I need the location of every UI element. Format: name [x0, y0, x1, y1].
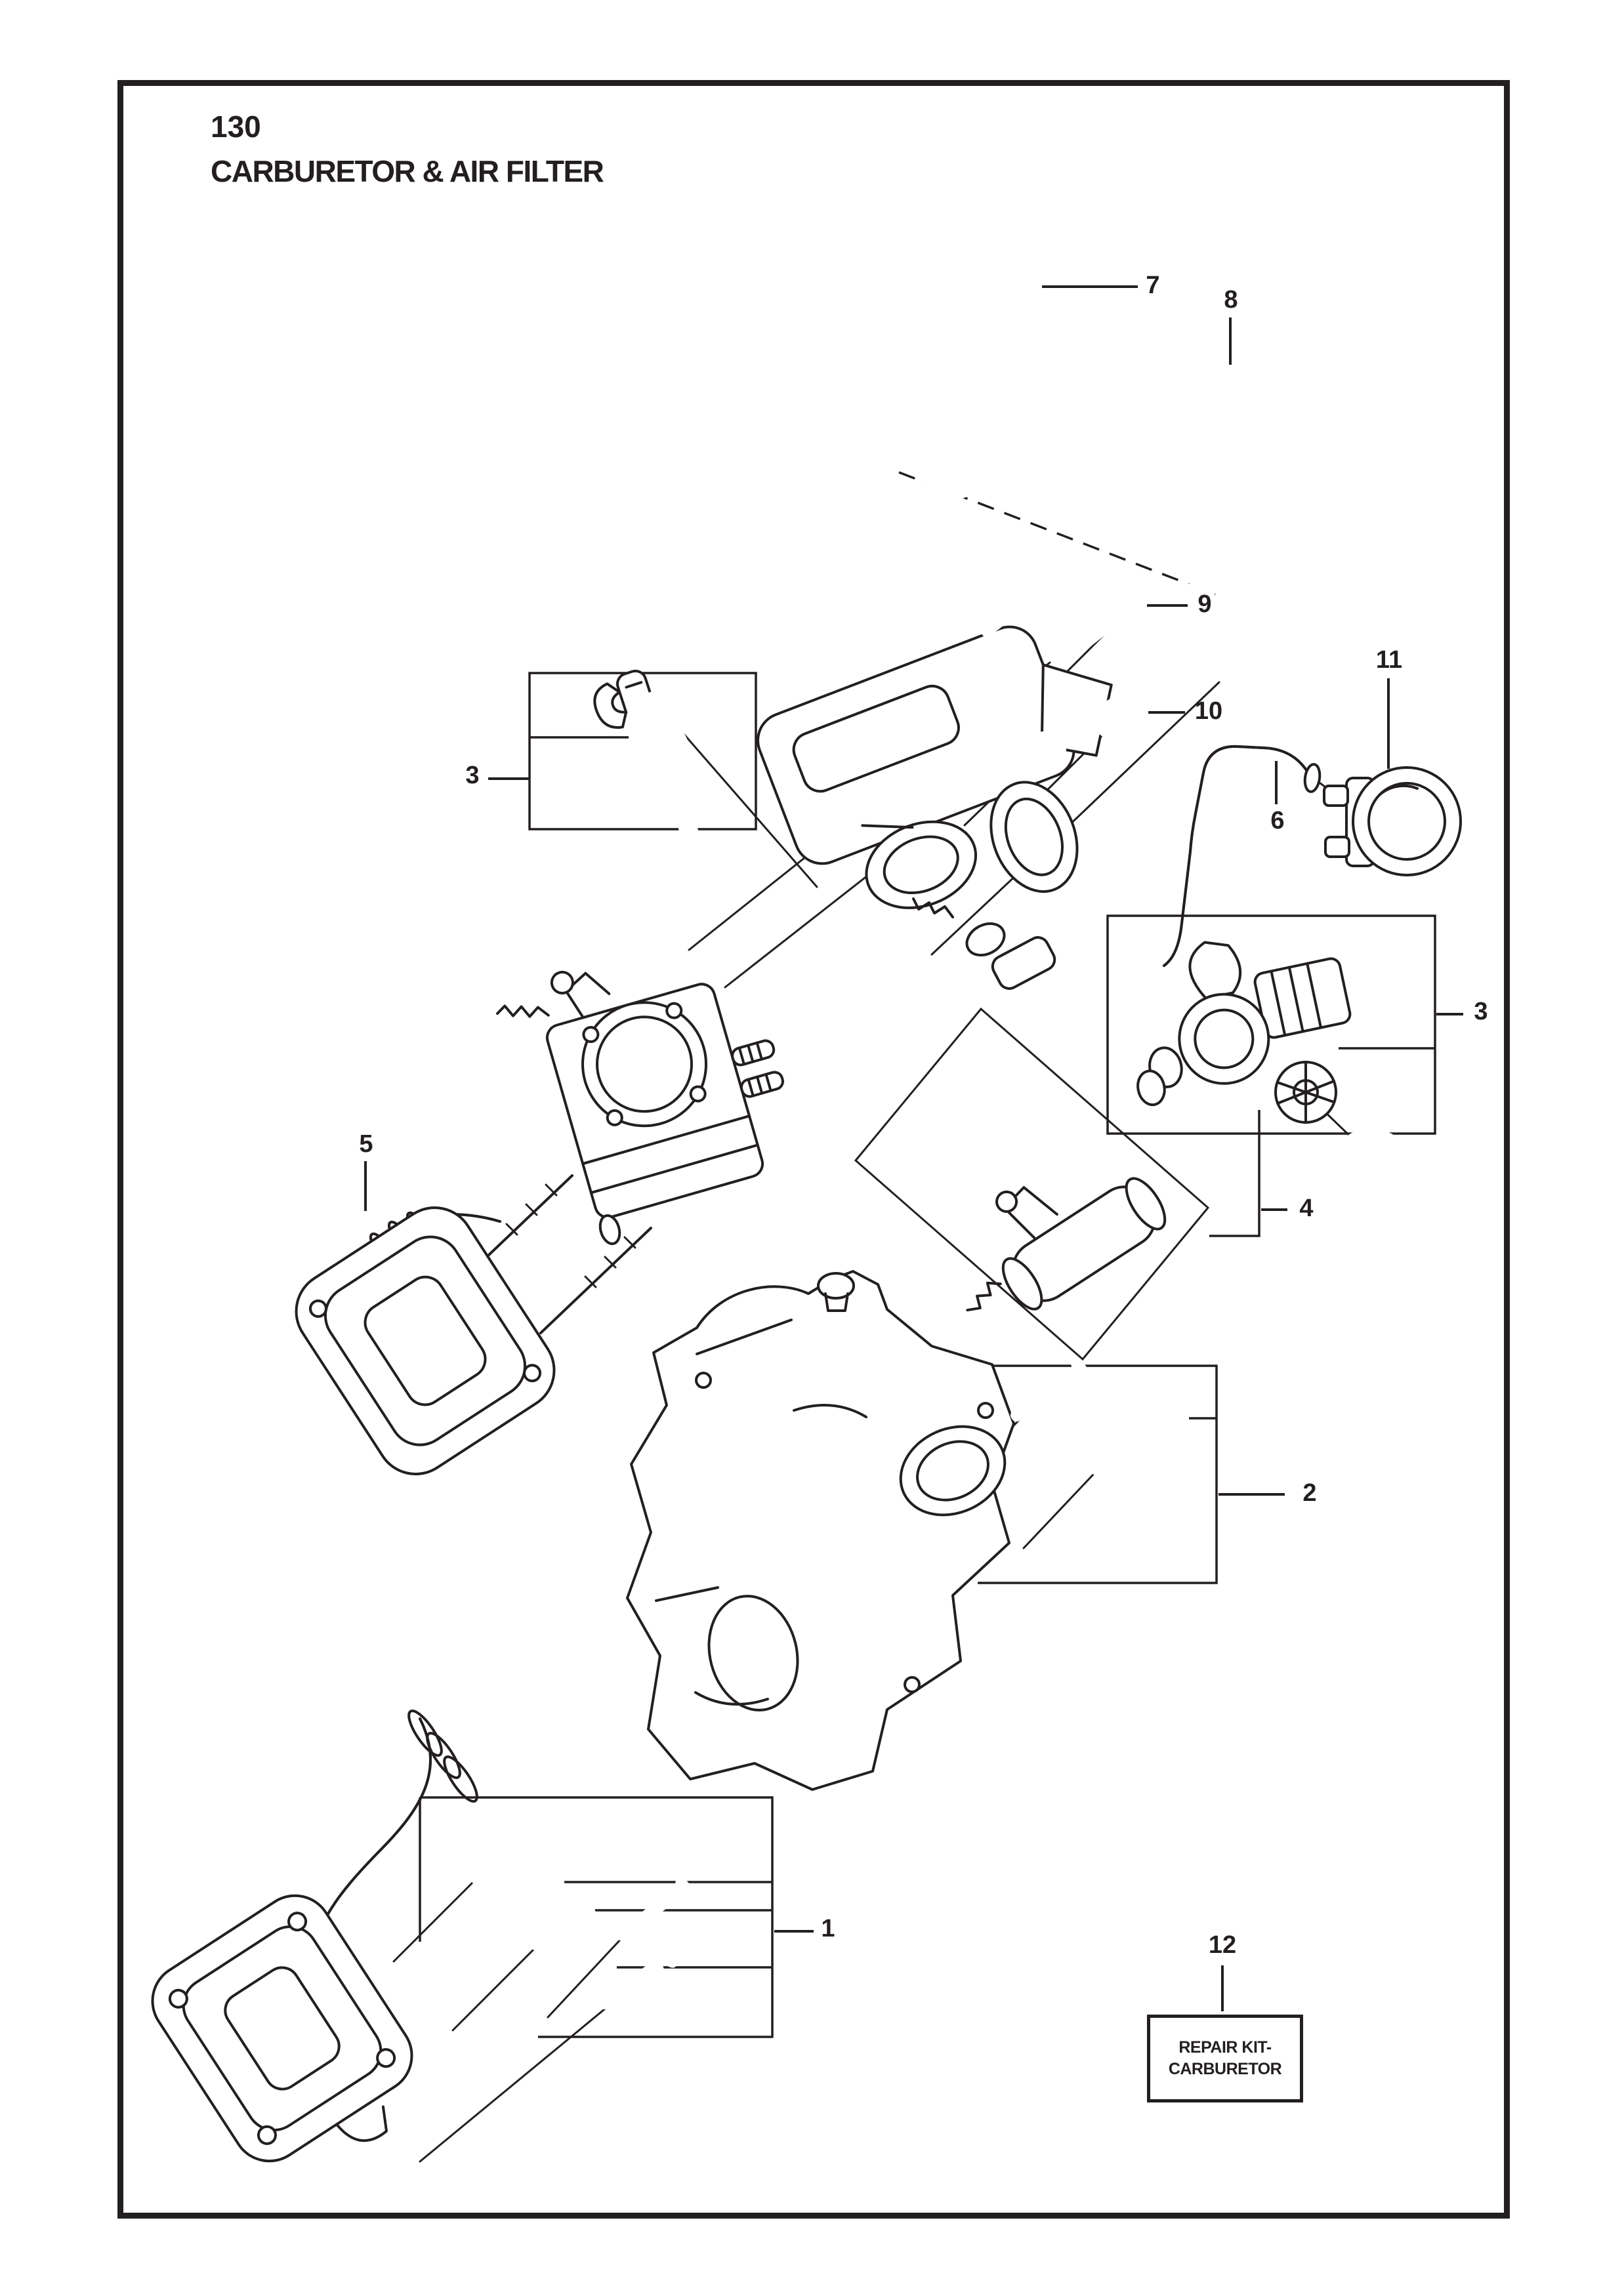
- callout-8: 8: [1224, 285, 1238, 314]
- leader-lines: [364, 285, 1463, 2011]
- screw-9-drawing: [1056, 591, 1146, 670]
- callout-5: 5: [359, 1130, 373, 1158]
- callout-9: 9: [1197, 590, 1212, 618]
- figure-number: 130: [211, 110, 261, 144]
- screw-1b-drawing: [524, 1884, 612, 1958]
- repair-kit-box: REPAIR KIT- CARBURETOR: [1147, 2015, 1303, 2102]
- filter-holder-drawing: [757, 625, 1113, 909]
- repair-kit-line2: CARBURETOR: [1168, 2060, 1282, 2078]
- callout-4: 4: [1299, 1194, 1314, 1222]
- air-filter-housing-drawing: [626, 1270, 1015, 1791]
- choke-lever-drawing: [1136, 941, 1352, 1107]
- bracket-box-3-right: [1106, 914, 1436, 1135]
- title-block: 130 CARBURETOR & AIR FILTER: [211, 110, 604, 188]
- intake-manifold-drawing: [295, 1206, 556, 1475]
- callout-1: 1: [821, 1914, 835, 1942]
- screw-1a-drawing: [465, 1818, 553, 1892]
- bracket-box-1: [419, 1796, 774, 2038]
- intake-boot-drawing: [151, 1710, 478, 2163]
- spoke-washer-drawing: [1274, 1061, 1337, 1124]
- fuel-hose-drawing: [1163, 745, 1322, 967]
- callout-2: 2: [1302, 1479, 1317, 1507]
- screw-2a-drawing: [1084, 1408, 1176, 1483]
- throttle-shaft-drawing: [966, 1177, 1167, 1312]
- bracket-box-4: [1209, 1110, 1260, 1237]
- carburetor-drawing: [461, 970, 784, 1334]
- page-title: CARBURETOR & AIR FILTER: [211, 154, 604, 188]
- air-filter-8-drawing: [1114, 310, 1520, 705]
- throttle-link-drawing: [912, 897, 1056, 990]
- air-filter-7-drawing: [744, 123, 1175, 543]
- repair-kit-line1: REPAIR KIT-: [1178, 2038, 1272, 2057]
- callout-7: 7: [1146, 271, 1160, 299]
- choke-knob-right-drawing: [1313, 1122, 1413, 1306]
- callout-3-left: 3: [465, 761, 480, 789]
- callout-6: 6: [1270, 806, 1285, 834]
- part4-plane-outline: [854, 1007, 1210, 1361]
- callout-3-right: 3: [1474, 997, 1488, 1025]
- page-frame: [117, 80, 1510, 2219]
- bracket-box-3-left: [528, 672, 757, 830]
- primer-bulb-drawing: [1323, 766, 1462, 876]
- bracket-boxes: [419, 672, 1436, 2038]
- choke-knob-left-drawing: [620, 683, 726, 859]
- callout-10: 10: [1194, 697, 1223, 725]
- callout-12: 12: [1208, 1931, 1237, 1959]
- bracket-box-2: [891, 1364, 1218, 1584]
- callout-11: 11: [1375, 646, 1403, 674]
